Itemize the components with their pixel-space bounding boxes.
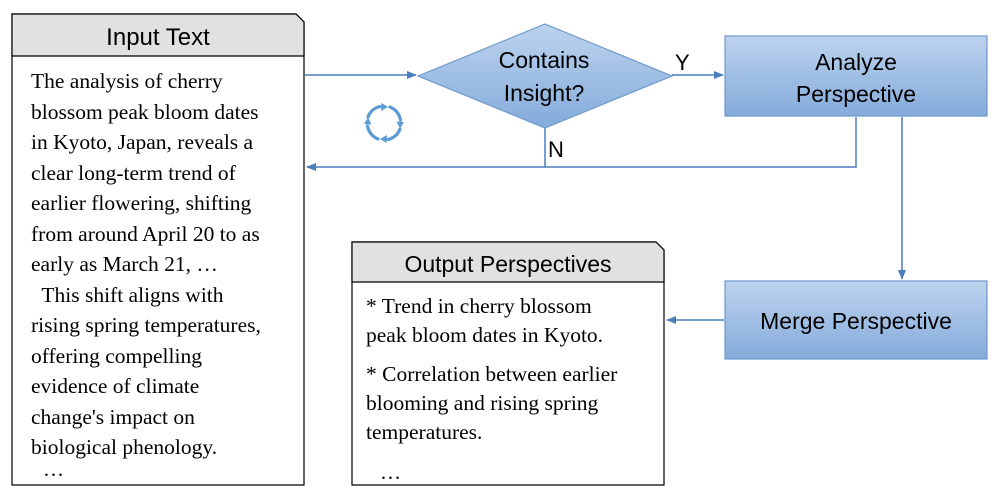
refresh-cycle-icon (364, 103, 404, 143)
output-perspectives-body: * Trend in cherry blossom peak bloom dat… (366, 292, 617, 447)
input-text-line: rising spring temperatures, (31, 313, 261, 337)
contains-insight-decision: Contains Insight? (416, 23, 674, 129)
arrow-analyze-loop-back-to-input (306, 117, 857, 171)
output-ellipsis: … (380, 460, 401, 484)
input-text-line: offering compelling (31, 343, 202, 368)
input-text-line: biological phenology. (31, 435, 218, 459)
merge-perspective-box: Merge Perspective (724, 280, 988, 360)
input-ellipsis: … (43, 457, 64, 481)
output-item-line: temperatures. (366, 420, 483, 444)
no-branch-label: N (548, 137, 564, 162)
output-item-line: peak bloom dates in Kyoto. (366, 323, 604, 347)
output-item-line: * Trend in cherry blossom (366, 294, 592, 318)
input-text-line: change's impact on (31, 404, 195, 429)
decision-label-line1: Contains (499, 47, 590, 73)
input-text-line: earlier flowering, shifting (31, 191, 252, 215)
input-text-line: early as March 21, … (31, 252, 218, 276)
input-text-line: The analysis of cherry (31, 69, 223, 93)
input-text-line: evidence of climate (31, 374, 200, 398)
output-panel-title: Output Perspectives (404, 251, 611, 277)
analyze-perspective-box: Analyze Perspective (724, 35, 988, 117)
merge-label: Merge Perspective (760, 308, 952, 334)
output-perspectives-panel: Output Perspectives (351, 241, 665, 486)
input-text-line: from around April 20 to as (31, 221, 260, 246)
input-text-body: The analysis of cherry blossom peak bloo… (31, 66, 261, 463)
decision-label-line2: Insight? (504, 80, 585, 106)
input-text-line: This shift aligns with (31, 282, 224, 307)
analyze-label-line1: Analyze (815, 49, 897, 75)
input-panel-title: Input Text (106, 24, 210, 51)
input-text-line: blossom peak bloom dates (31, 99, 259, 124)
input-text-line: clear long-term trend of (31, 160, 236, 185)
yes-branch-label: Y (675, 50, 690, 75)
output-item-line: blooming and rising spring (366, 391, 599, 415)
input-text-panel: Input Text (11, 13, 305, 486)
output-item-line: * Correlation between earlier (366, 362, 618, 386)
analyze-label-line2: Perspective (796, 81, 916, 107)
input-text-line: in Kyoto, Japan, reveals a (31, 130, 254, 154)
